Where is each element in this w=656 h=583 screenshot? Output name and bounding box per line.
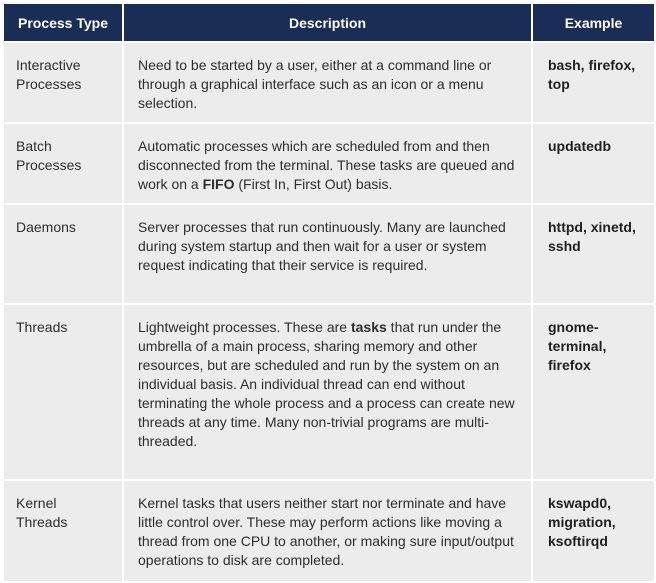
- description-text: Server processes that run continuously. …: [138, 219, 506, 273]
- description-text: (First In, First Out) basis.: [234, 176, 393, 192]
- process-type-cell: Interactive Processes: [4, 43, 122, 122]
- description-bold-term: tasks: [350, 319, 387, 335]
- description-text: Kernel tasks that users neither start no…: [138, 495, 514, 568]
- table-row: Batch Processes Automatic processes which…: [4, 124, 654, 203]
- header-description: Description: [124, 4, 531, 41]
- example-cell: kswapd0, migration, ksoftirqd: [533, 481, 654, 581]
- description-cell: Automatic processes which are scheduled …: [124, 124, 531, 203]
- example-cell: gnome-terminal, firefox: [533, 305, 654, 479]
- header-example: Example: [533, 4, 654, 41]
- description-text: Need to be started by a user, either at …: [138, 57, 492, 111]
- description-cell: Kernel tasks that users neither start no…: [124, 481, 531, 581]
- example-cell: bash, firefox, top: [533, 43, 654, 122]
- table-header: Process Type Description Example: [4, 4, 654, 41]
- process-types-table-container: Process Type Description Example Interac…: [4, 4, 654, 581]
- example-cell: httpd, xinetd, sshd: [533, 205, 654, 303]
- description-text: Lightweight processes. These are: [138, 319, 351, 335]
- description-text: that run under the umbrella of a main pr…: [138, 319, 515, 449]
- description-cell: Need to be started by a user, either at …: [124, 43, 531, 122]
- header-process-type: Process Type: [4, 4, 122, 41]
- table-row: Daemons Server processes that run continu…: [4, 205, 654, 303]
- header-row: Process Type Description Example: [4, 4, 654, 41]
- process-type-cell: Daemons: [4, 205, 122, 303]
- description-bold-term: FIFO: [202, 176, 235, 192]
- process-type-cell: Threads: [4, 305, 122, 479]
- table-row: Interactive Processes Need to be started …: [4, 43, 654, 122]
- process-type-cell: Batch Processes: [4, 124, 122, 203]
- description-cell: Server processes that run continuously. …: [124, 205, 531, 303]
- description-cell: Lightweight processes. These are tasks t…: [124, 305, 531, 479]
- example-cell: updatedb: [533, 124, 654, 203]
- process-type-cell: Kernel Threads: [4, 481, 122, 581]
- description-text: Automatic processes which are scheduled …: [138, 138, 515, 192]
- table-body: Interactive Processes Need to be started …: [4, 43, 654, 581]
